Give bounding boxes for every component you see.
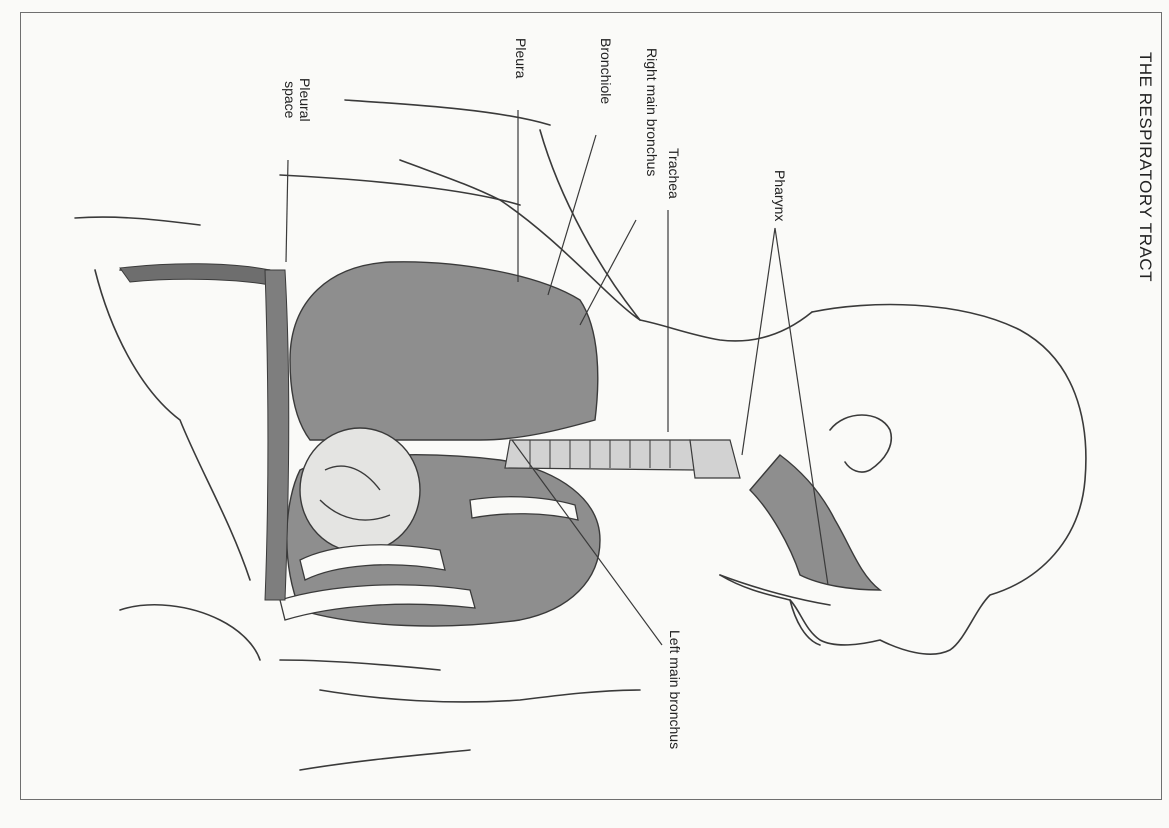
page-title: THE RESPIRATORY TRACT	[1135, 52, 1155, 282]
diaphragm	[120, 264, 270, 285]
right-lung	[290, 262, 598, 440]
nasal-pharynx	[750, 455, 880, 590]
label-pleural-space-line2: space	[281, 78, 296, 122]
body-side-left	[95, 270, 250, 580]
hand	[120, 605, 260, 660]
label-trachea: Trachea	[666, 148, 681, 199]
label-right-main-bronchus: Right main bronchus	[644, 48, 659, 176]
trachea	[505, 440, 695, 470]
label-bronchiole: Bronchiole	[598, 38, 613, 104]
ear	[830, 415, 891, 472]
right-main-bronchus-leader	[580, 220, 636, 325]
arm-lower	[280, 660, 640, 770]
heart	[300, 428, 420, 552]
label-pleura: Pleura	[513, 38, 528, 78]
label-pharynx: Pharynx	[772, 170, 787, 221]
pleura-band	[265, 270, 289, 600]
label-pleural-space-line1: Pleural	[297, 78, 312, 122]
bronchiole-leader	[548, 135, 596, 295]
label-left-main-bronchus: Left main bronchus	[667, 630, 682, 749]
label-pleural-space: Pleural space	[281, 78, 312, 122]
neck-back	[640, 312, 812, 341]
